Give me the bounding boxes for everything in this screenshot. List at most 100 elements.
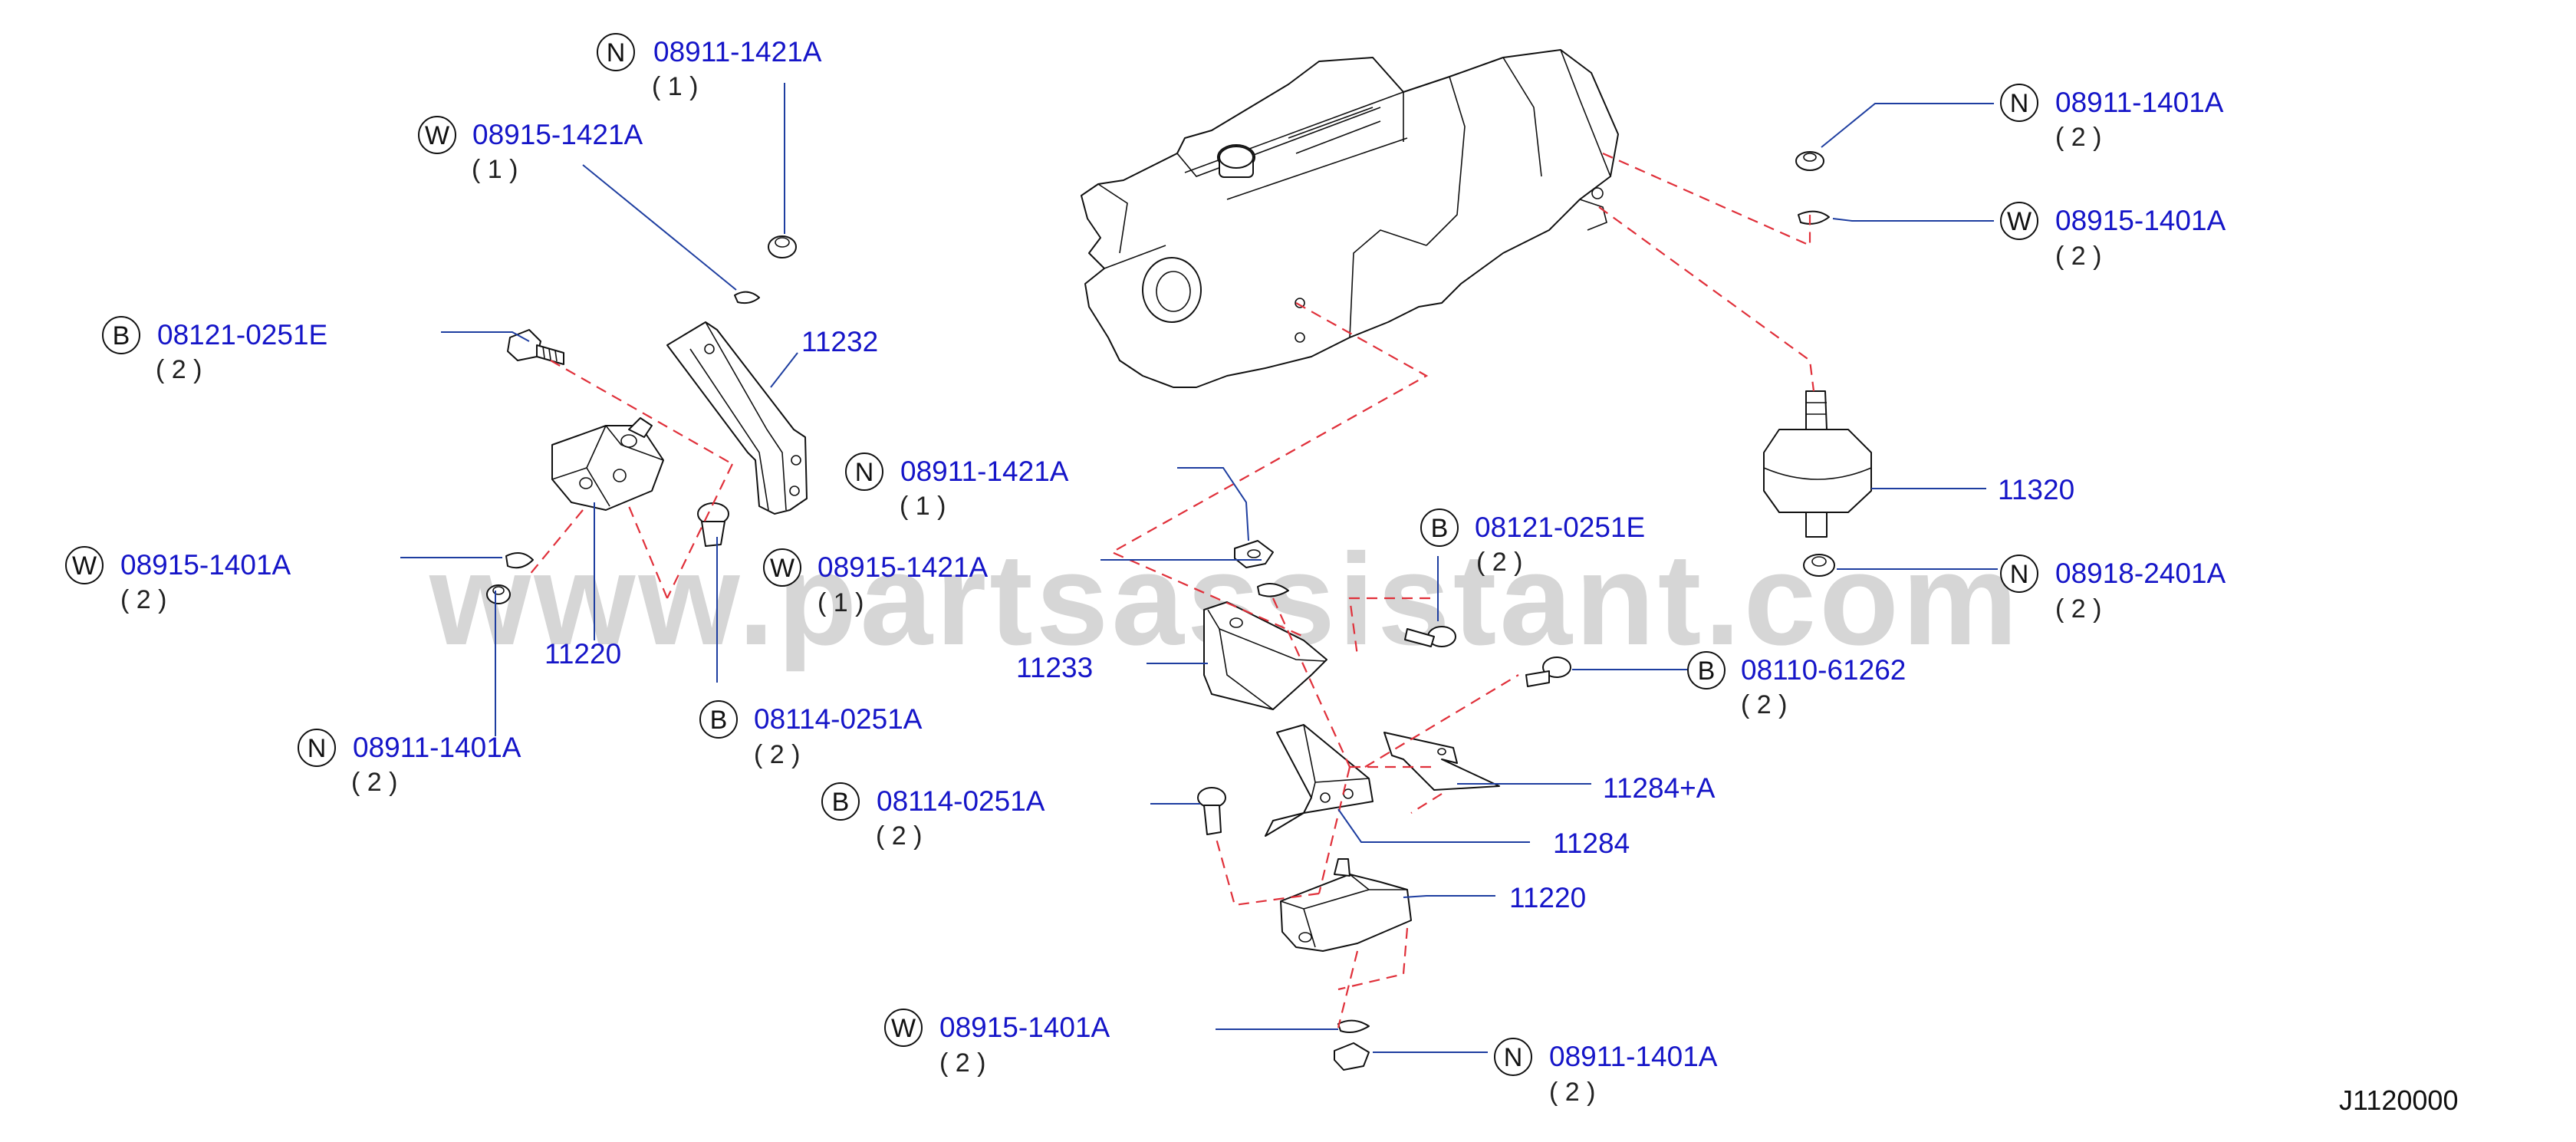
- callout-badge: [597, 33, 635, 71]
- hardware-left-drawing: [486, 235, 797, 604]
- callout[interactable]: N 08911-1421A ( 1 ): [845, 453, 1069, 521]
- callout-letter: N: [855, 458, 874, 487]
- quantity: ( 2 ): [939, 1048, 985, 1078]
- bracket-11232-drawing: [666, 321, 808, 515]
- callout[interactable]: W 08915-1421A ( 1 ): [763, 548, 989, 617]
- part-label[interactable]: 11220: [544, 638, 621, 670]
- callout-badge: [699, 700, 738, 739]
- quantity: ( 2 ): [754, 740, 800, 769]
- quantity: ( 2 ): [156, 355, 202, 384]
- quantity: ( 2 ): [2055, 242, 2101, 271]
- part-label[interactable]: 11232: [801, 326, 878, 357]
- callout-letter: N: [607, 38, 626, 67]
- callout-letter: N: [1504, 1043, 1523, 1072]
- part-number[interactable]: 08911-1401A: [353, 732, 521, 763]
- callout-badge: [2000, 202, 2038, 240]
- hardware-center-drawing: [1197, 540, 1571, 1071]
- callout-badge: [1420, 508, 1459, 547]
- quantity: ( 2 ): [1476, 548, 1522, 577]
- part-number[interactable]: 08110-61262: [1741, 654, 1906, 686]
- callout[interactable]: N 08911-1401A ( 2 ): [2000, 84, 2224, 152]
- callout-letter: W: [2007, 207, 2032, 236]
- quantity: ( 2 ): [1741, 690, 1787, 719]
- callout-letter: B: [710, 706, 728, 735]
- callout-badge: [763, 548, 801, 587]
- mount-11320-drawing: [1763, 151, 1872, 577]
- quantity: ( 2 ): [876, 821, 922, 851]
- callout-letter: W: [891, 1014, 916, 1043]
- quantity: ( 2 ): [351, 768, 397, 797]
- quantity: ( 1 ): [818, 588, 864, 617]
- callout-badge: [418, 116, 456, 154]
- callout[interactable]: B 08121-0251E ( 2 ): [102, 316, 327, 384]
- part-number[interactable]: 08915-1401A: [120, 549, 291, 581]
- callout[interactable]: N 08911-1401A ( 2 ): [1494, 1038, 1718, 1107]
- part-number[interactable]: 08911-1401A: [2055, 87, 2224, 118]
- quantity: ( 2 ): [2055, 594, 2101, 624]
- callout[interactable]: N 08918-2401A ( 2 ): [2000, 555, 2226, 624]
- quantity: ( 2 ): [2055, 123, 2101, 152]
- part-label[interactable]: 11284: [1553, 828, 1630, 859]
- callout-letter: W: [425, 121, 449, 150]
- callout-badge: [1494, 1038, 1532, 1076]
- part-number[interactable]: 08911-1401A: [1549, 1041, 1718, 1072]
- callout-letter: B: [832, 788, 850, 817]
- callout-badge: [102, 316, 140, 354]
- callout[interactable]: W 08915-1401A ( 2 ): [884, 1009, 1110, 1078]
- quantity: ( 2 ): [120, 585, 166, 614]
- part-number[interactable]: 08915-1421A: [818, 551, 989, 583]
- callout-badge: [2000, 84, 2038, 122]
- bracket-11284A-drawing: [1383, 732, 1500, 791]
- mount-11220-center-drawing: [1280, 858, 1412, 952]
- part-number[interactable]: 08121-0251E: [1475, 512, 1645, 543]
- part-number[interactable]: 08915-1401A: [2055, 205, 2226, 236]
- assembly-lines: [528, 152, 1815, 1028]
- callout[interactable]: W 08915-1401A ( 2 ): [65, 546, 291, 614]
- part-number[interactable]: 08114-0251A: [754, 703, 923, 735]
- part-number[interactable]: 08911-1421A: [900, 456, 1069, 487]
- part-label[interactable]: 11233: [1016, 652, 1093, 683]
- quantity: ( 1 ): [472, 155, 518, 184]
- callout[interactable]: B 08114-0251A ( 2 ): [699, 700, 923, 769]
- callout-letter: B: [1698, 657, 1716, 686]
- diagram-code: J1120000: [2339, 1084, 2458, 1116]
- part-number[interactable]: 08915-1421A: [472, 119, 643, 150]
- callout-letter: W: [72, 551, 97, 581]
- callout-badge: [884, 1009, 923, 1047]
- callout-letter: N: [2010, 89, 2029, 118]
- quantity: ( 1 ): [900, 492, 946, 521]
- leader-lines: [400, 83, 1998, 1053]
- callout[interactable]: B 08110-61262 ( 2 ): [1687, 651, 1906, 719]
- part-label[interactable]: 11220: [1509, 882, 1586, 913]
- callout-letter: B: [1431, 514, 1449, 543]
- part-number[interactable]: 08915-1401A: [939, 1012, 1110, 1043]
- part-number[interactable]: 08114-0251A: [877, 785, 1045, 817]
- callout[interactable]: W 08915-1401A ( 2 ): [2000, 202, 2226, 271]
- callout[interactable]: N 08911-1421A ( 1 ): [597, 33, 822, 101]
- callout[interactable]: W 08915-1421A ( 1 ): [418, 116, 643, 184]
- callout[interactable]: B 08121-0251E ( 2 ): [1420, 508, 1645, 577]
- part-label[interactable]: 11284+A: [1603, 772, 1716, 804]
- callout-letter: N: [2010, 560, 2029, 589]
- callout-letter: B: [113, 321, 130, 350]
- mount-11220-left-drawing: [551, 417, 664, 511]
- callout-badge: [2000, 555, 2038, 593]
- part-number[interactable]: 08121-0251E: [157, 319, 327, 350]
- bracket-11284-drawing: [1265, 724, 1374, 837]
- engine-block-drawing: [1081, 49, 1619, 388]
- callout-badge: [1687, 651, 1726, 689]
- callout[interactable]: B 08114-0251A ( 2 ): [821, 782, 1045, 851]
- quantity: ( 2 ): [1549, 1078, 1595, 1107]
- callout-badge: [65, 546, 104, 584]
- part-label[interactable]: 11320: [1998, 474, 2074, 505]
- callout-letter: N: [308, 734, 327, 763]
- callout-letter: W: [770, 554, 795, 583]
- part-number[interactable]: 08911-1421A: [653, 36, 822, 67]
- callout-badge: [821, 782, 860, 821]
- callout[interactable]: N 08911-1401A ( 2 ): [298, 729, 521, 797]
- part-number[interactable]: 08918-2401A: [2055, 558, 2226, 589]
- callout-badge: [298, 729, 336, 767]
- bracket-11233-drawing: [1203, 601, 1327, 710]
